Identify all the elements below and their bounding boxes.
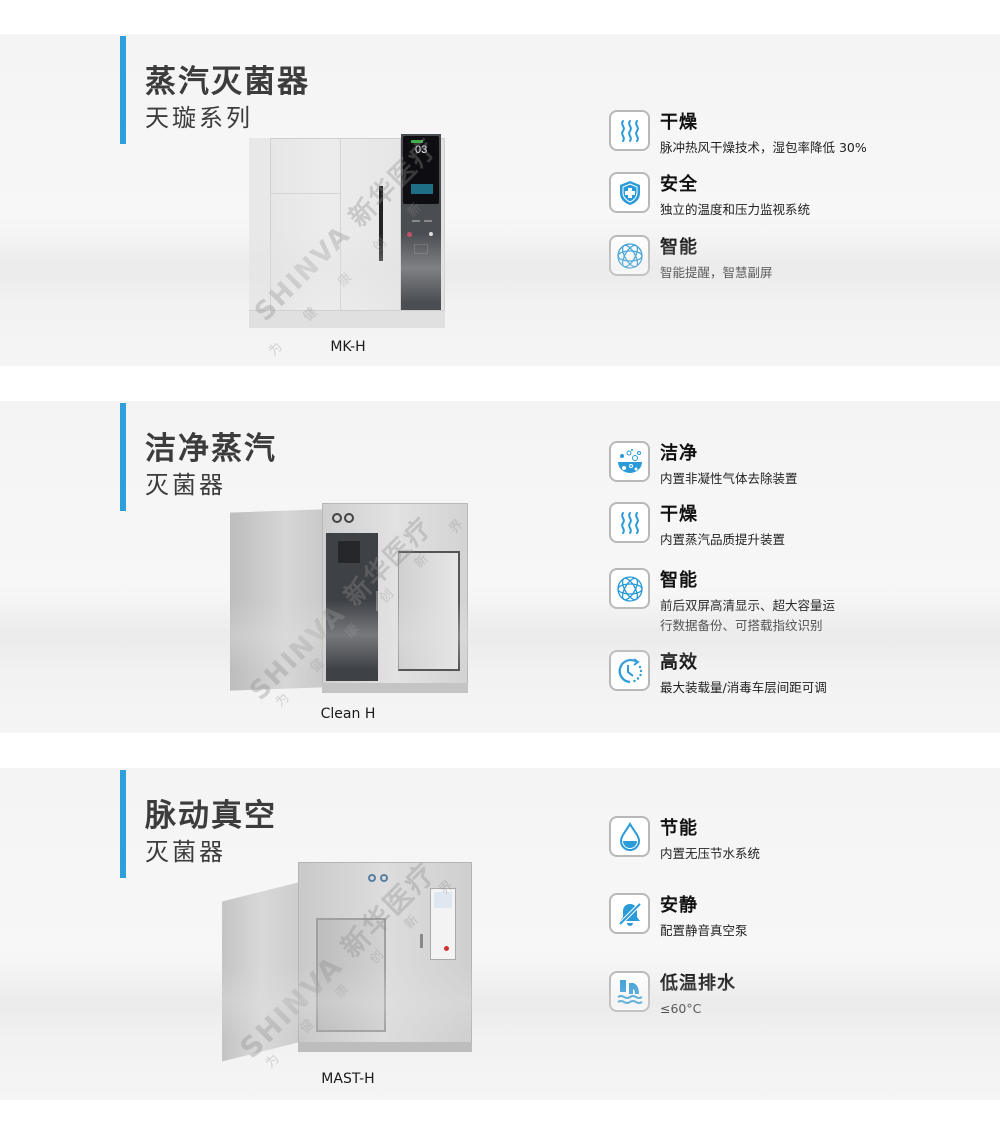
- product-image-clean-h: SHINVA 新华医疗 为 健 康 创 新 界: [230, 501, 478, 710]
- feature-desc: 内置非凝性气体去除装置: [660, 471, 798, 486]
- clock-refresh-icon: [609, 650, 650, 691]
- bell-mute-icon: [609, 893, 650, 934]
- product-section-steam-sterilizer: 蒸汽灭菌器 天璇系列 03 SHINVA 新华医疗 为 健 康 创 新 MK-H: [0, 34, 1000, 366]
- accent-bar: [120, 770, 126, 878]
- feature-desc-line: 行数据备份、可搭载指纹识别: [660, 618, 823, 633]
- feature-title: 安全: [660, 174, 698, 195]
- section-title: 脉动真空: [145, 798, 277, 834]
- section-title: 蒸汽灭菌器: [145, 64, 310, 100]
- feature-desc-line: 前后双屏高清显示、超大容量运: [660, 598, 836, 613]
- feature-title: 干燥: [660, 112, 698, 133]
- product-section-pulse-vacuum-sterilizer: 脉动真空 灭菌器 SHINVA 新华医疗 为 健 康 创 新 界 MAST-H …: [0, 768, 1000, 1100]
- section-subtitle: 天璇系列: [145, 104, 253, 132]
- feature-desc: 智能提醒，智慧副屏: [660, 265, 773, 280]
- feature-title: 智能: [660, 237, 698, 258]
- feature-desc: 内置无压节水系统: [660, 846, 761, 861]
- feature-desc: 脉冲热风干燥技术，湿包率降低 30%: [660, 140, 867, 155]
- water-discharge-icon: [609, 971, 650, 1012]
- feature-title: 洁净: [660, 443, 698, 464]
- feature-title: 安静: [660, 895, 698, 916]
- steam-wave-icon: [609, 110, 650, 151]
- model-label: MK-H: [330, 339, 366, 355]
- product-section-clean-steam-sterilizer: 洁净蒸汽 灭菌器 SHINVA 新华医疗 为 健 康 创 新 界 Clean H…: [0, 401, 1000, 733]
- feature-desc: 内置蒸汽品质提升装置: [660, 532, 786, 547]
- feature-desc: 独立的温度和压力监视系统: [660, 202, 811, 217]
- feature-title: 低温排水: [660, 973, 736, 994]
- section-subtitle: 灭菌器: [145, 471, 226, 499]
- feature-title: 节能: [660, 818, 698, 839]
- feature-title: 干燥: [660, 504, 698, 525]
- product-image-mast-h: SHINVA 新华医疗 为 健 康 创 新 界: [222, 856, 474, 1071]
- accent-bar: [120, 36, 126, 144]
- water-drop-icon: [609, 816, 650, 857]
- accent-bar: [120, 403, 126, 511]
- section-title: 洁净蒸汽: [145, 431, 277, 467]
- feature-desc: ≤60°C: [660, 1001, 702, 1016]
- feature-desc: 最大装载量/消毒车层间距可调: [660, 680, 827, 695]
- atom-orbit-icon: [609, 235, 650, 276]
- section-subtitle: 灭菌器: [145, 838, 226, 866]
- feature-title: 智能: [660, 570, 698, 591]
- model-label: Clean H: [320, 706, 376, 722]
- product-image-mk-h: 03 SHINVA 新华医疗 为 健 康 创 新: [249, 132, 445, 359]
- feature-title: 高效: [660, 652, 698, 673]
- steam-wave-icon: [609, 502, 650, 543]
- screen-number: 03: [415, 144, 428, 156]
- feature-desc: 前后双屏高清显示、超大容量运 行数据备份、可搭载指纹识别: [660, 596, 960, 636]
- bubbles-bowl-icon: [609, 441, 650, 482]
- atom-orbit-icon: [609, 568, 650, 609]
- model-label: MAST-H: [321, 1071, 375, 1087]
- shield-cross-icon: [609, 172, 650, 213]
- feature-desc: 配置静音真空泵: [660, 923, 748, 938]
